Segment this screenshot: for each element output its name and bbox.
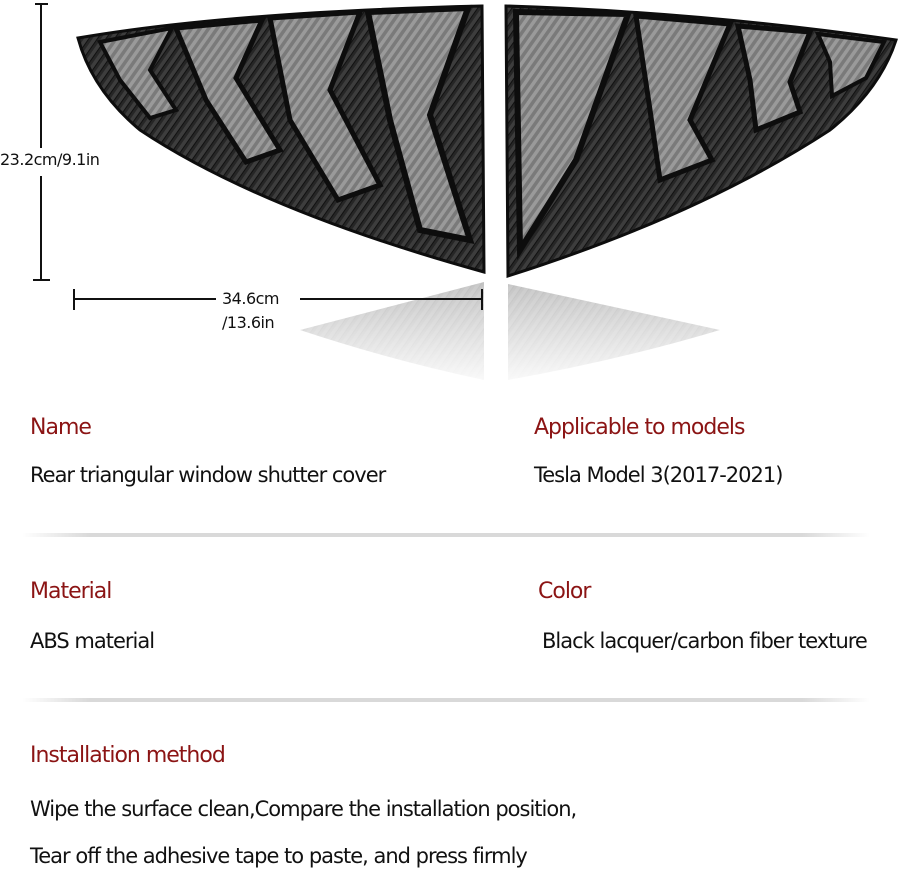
width-dimension-label-in: /13.6in (222, 313, 275, 332)
material-label: Material (30, 579, 112, 604)
installation-label: Installation method (30, 743, 226, 768)
product-illustration (33, 3, 898, 390)
divider (22, 533, 870, 537)
width-dimension-line (73, 289, 483, 310)
height-dimension-label: 23.2cm/9.1in (0, 150, 100, 170)
height-dimension-line (33, 3, 50, 281)
left-shutter-cover (76, 4, 486, 274)
color-label: Color (538, 579, 591, 604)
installation-step-1: Wipe the surface clean,Compare the insta… (30, 797, 577, 821)
installation-step-2: Tear off the adhesive tape to paste, and… (30, 844, 528, 868)
name-value: Rear triangular window shutter cover (30, 463, 386, 487)
color-value: Black lacquer/carbon fiber texture (542, 629, 868, 653)
width-dimension-label-cm: 34.6cm (218, 289, 284, 309)
product-reflection (280, 280, 740, 390)
models-label: Applicable to models (534, 415, 745, 440)
material-value: ABS material (30, 629, 155, 653)
name-label: Name (30, 415, 92, 440)
right-shutter-cover (504, 4, 898, 279)
divider (22, 698, 870, 702)
models-value: Tesla Model 3(2017-2021) (534, 463, 783, 487)
